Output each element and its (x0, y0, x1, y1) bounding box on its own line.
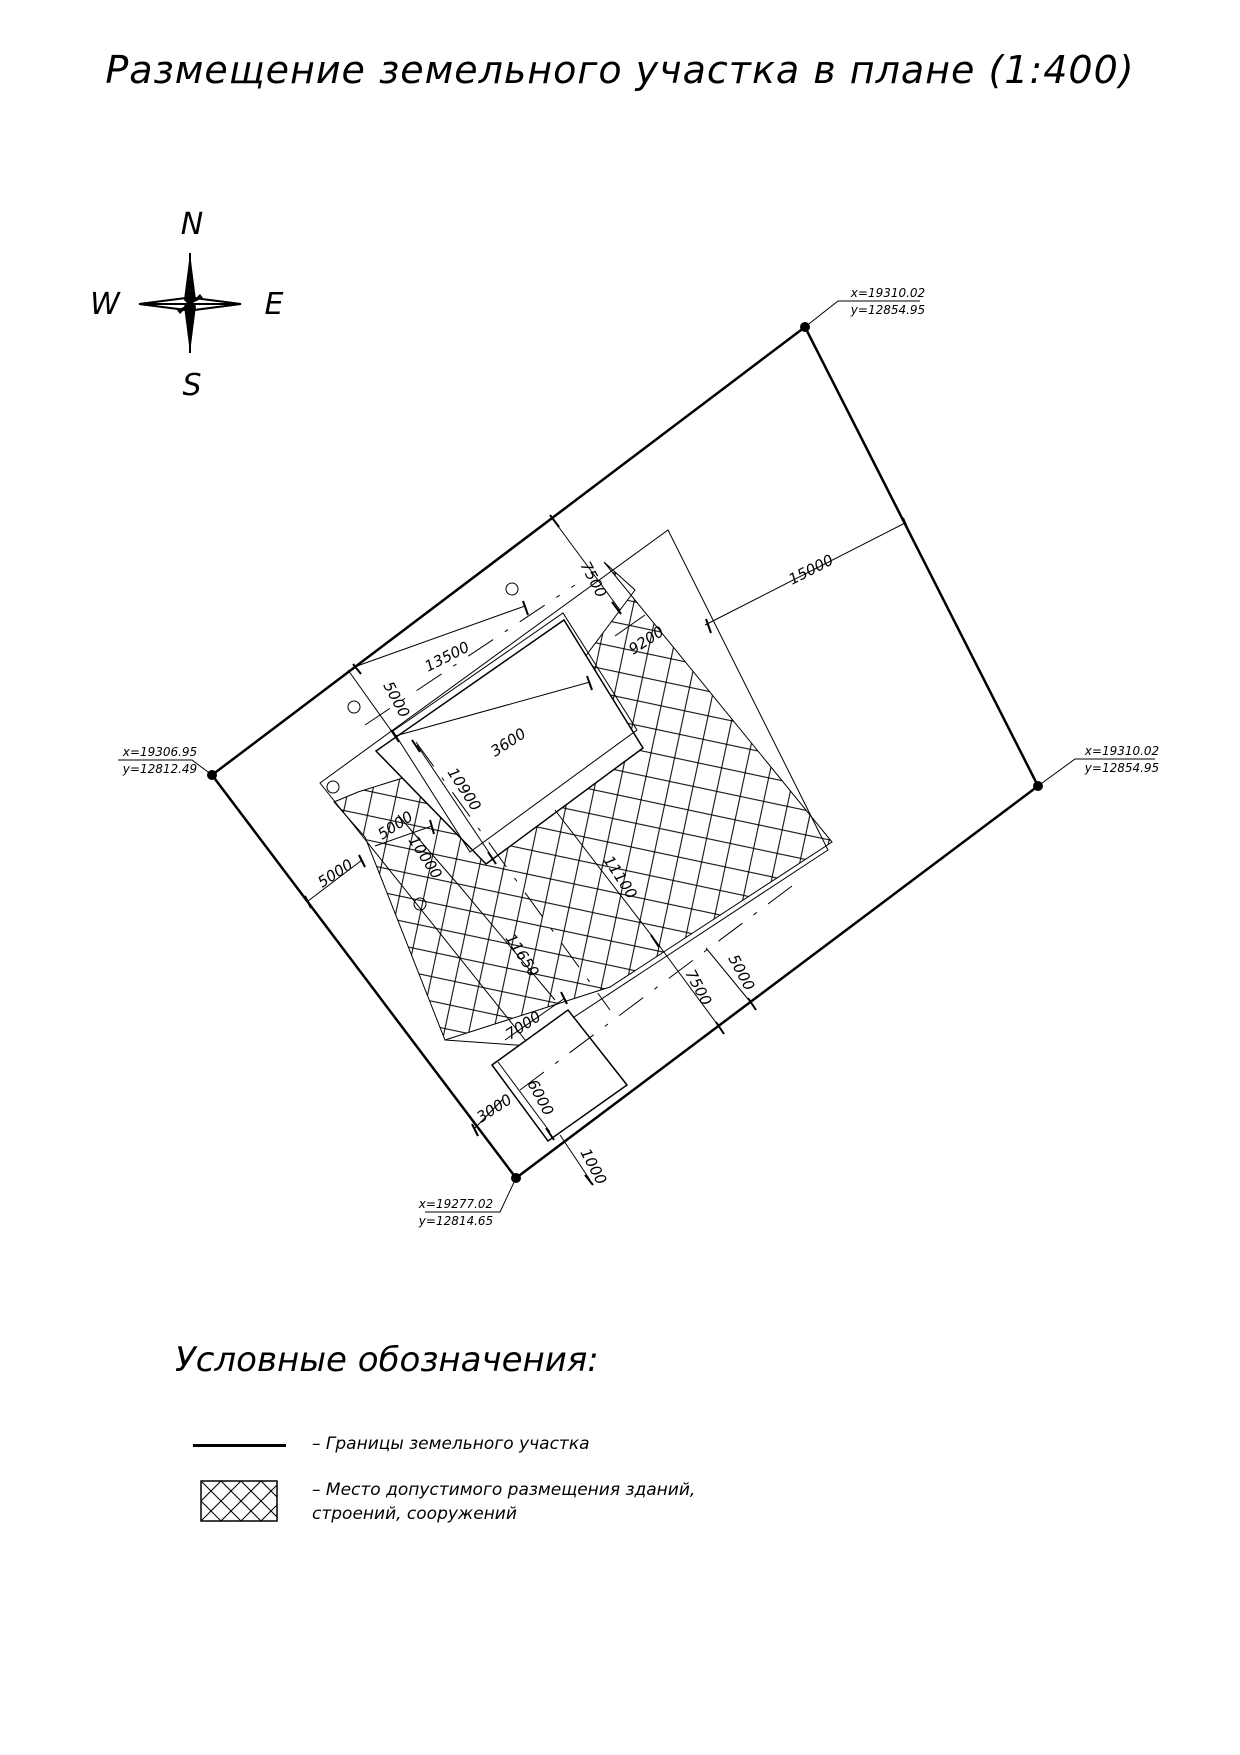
setback-outline (319, 529, 829, 1047)
building-main (374, 618, 645, 865)
coord-top-x: x=19310.02 (850, 286, 925, 300)
building-outbuilding (490, 1008, 629, 1143)
survey-markers (326, 582, 519, 911)
existing-buildings (374, 612, 645, 1143)
legend-zone-label: – Место допустимого размещения зданий, с… (312, 1478, 732, 1526)
compass-label-e: E (265, 287, 284, 322)
axis-lines (364, 584, 801, 1091)
permitted-building-zone (333, 561, 833, 1041)
dim-15000: 15000 (786, 551, 837, 589)
dim-7500-top: 7500 (576, 558, 610, 600)
compass-label-w: W (90, 287, 121, 322)
dim-13500: 13500 (422, 638, 473, 676)
coord-left-x: x=19306.95 (122, 745, 197, 759)
coord-right-y: y=12854.95 (1084, 761, 1159, 775)
legend-zone-line-2: строений, сооружений (312, 1504, 517, 1524)
coord-right-x: x=19310.02 (1084, 744, 1159, 758)
dim-3000: 3000 (473, 1090, 515, 1126)
dim-5000-left: 5000 (314, 855, 356, 891)
compass-label-s: S (182, 368, 201, 403)
legend-boundary-sample (193, 1444, 286, 1447)
legend-title: Условные обозначения: (175, 1340, 599, 1380)
dimension-lines (307, 517, 906, 1181)
legend-boundary-label: – Границы земельного участка (312, 1434, 590, 1454)
legend-zone-line-1: – Место допустимого размещения зданий, (312, 1480, 696, 1500)
compass-label-n: N (181, 207, 203, 242)
dim-5000-a: 5000 (379, 678, 413, 720)
coord-bottom-y: y=12814.65 (418, 1214, 493, 1228)
compass-rose: N S W E (90, 207, 283, 403)
page-title: Размещение земельного участка в плане (1… (105, 48, 1135, 92)
dim-7500-bottom: 7500 (681, 966, 715, 1008)
coord-left-y: y=12812.49 (122, 762, 197, 776)
dim-5000-bottom: 5000 (724, 951, 758, 993)
dimension-ticks (304, 514, 910, 1186)
coordinate-labels (118, 300, 1155, 1213)
coord-top-y: y=12854.95 (850, 303, 925, 317)
legend-zone-sample (200, 1480, 278, 1522)
coord-bottom-x: x=19277.02 (418, 1197, 493, 1211)
